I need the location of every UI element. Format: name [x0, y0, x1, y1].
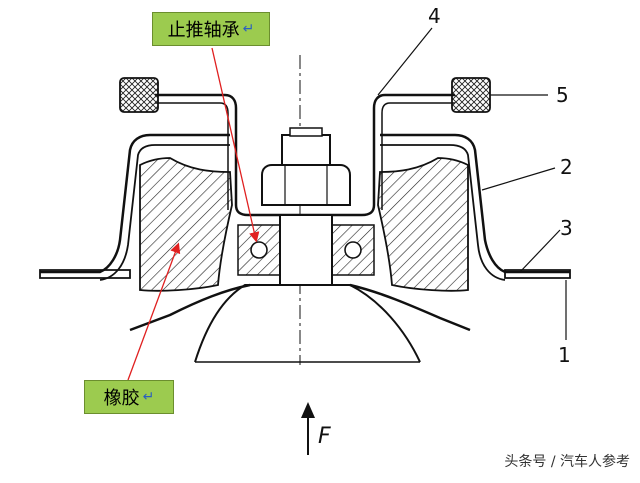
rod-tip [281, 134, 331, 166]
return-icon: ↵ [242, 21, 255, 37]
force-label: F [318, 424, 331, 449]
part-number-3: 3 [560, 216, 573, 240]
part-number-2: 2 [560, 155, 573, 179]
part-number-1: 1 [558, 343, 571, 367]
leader-3 [519, 229, 561, 273]
piston-rod [279, 214, 333, 286]
leader-4 [377, 27, 433, 96]
housing-left [40, 133, 230, 274]
nut [261, 164, 351, 206]
rubber-label: 橡胶 [103, 388, 140, 409]
top-hat-inner [155, 102, 455, 210]
housing-right-inner [380, 144, 506, 281]
rod-tip-chamfer [289, 127, 323, 137]
stud-right [451, 77, 491, 113]
thrust-bearing-callout: 止推轴承 ↵ [152, 12, 270, 46]
leader-2 [481, 167, 556, 191]
part-number-4: 4 [428, 4, 441, 28]
force-arrow [301, 402, 315, 455]
watermark: 头条号 / 汽车人参考 [502, 451, 632, 471]
rubber-callout: 橡胶 ↵ [84, 380, 174, 414]
thrust-bearing-label: 止推轴承 [167, 20, 240, 41]
part-number-5: 5 [556, 83, 569, 107]
housing-right [380, 133, 570, 274]
rubber-left [139, 157, 233, 292]
callout-arrow-bearing [211, 47, 260, 243]
spring-seat [129, 283, 471, 332]
housing-left-inner [99, 144, 230, 281]
return-icon: ↵ [142, 389, 155, 405]
callout-arrow-rubber [127, 242, 181, 381]
rubber-right [377, 157, 469, 292]
stud-left [119, 77, 159, 113]
